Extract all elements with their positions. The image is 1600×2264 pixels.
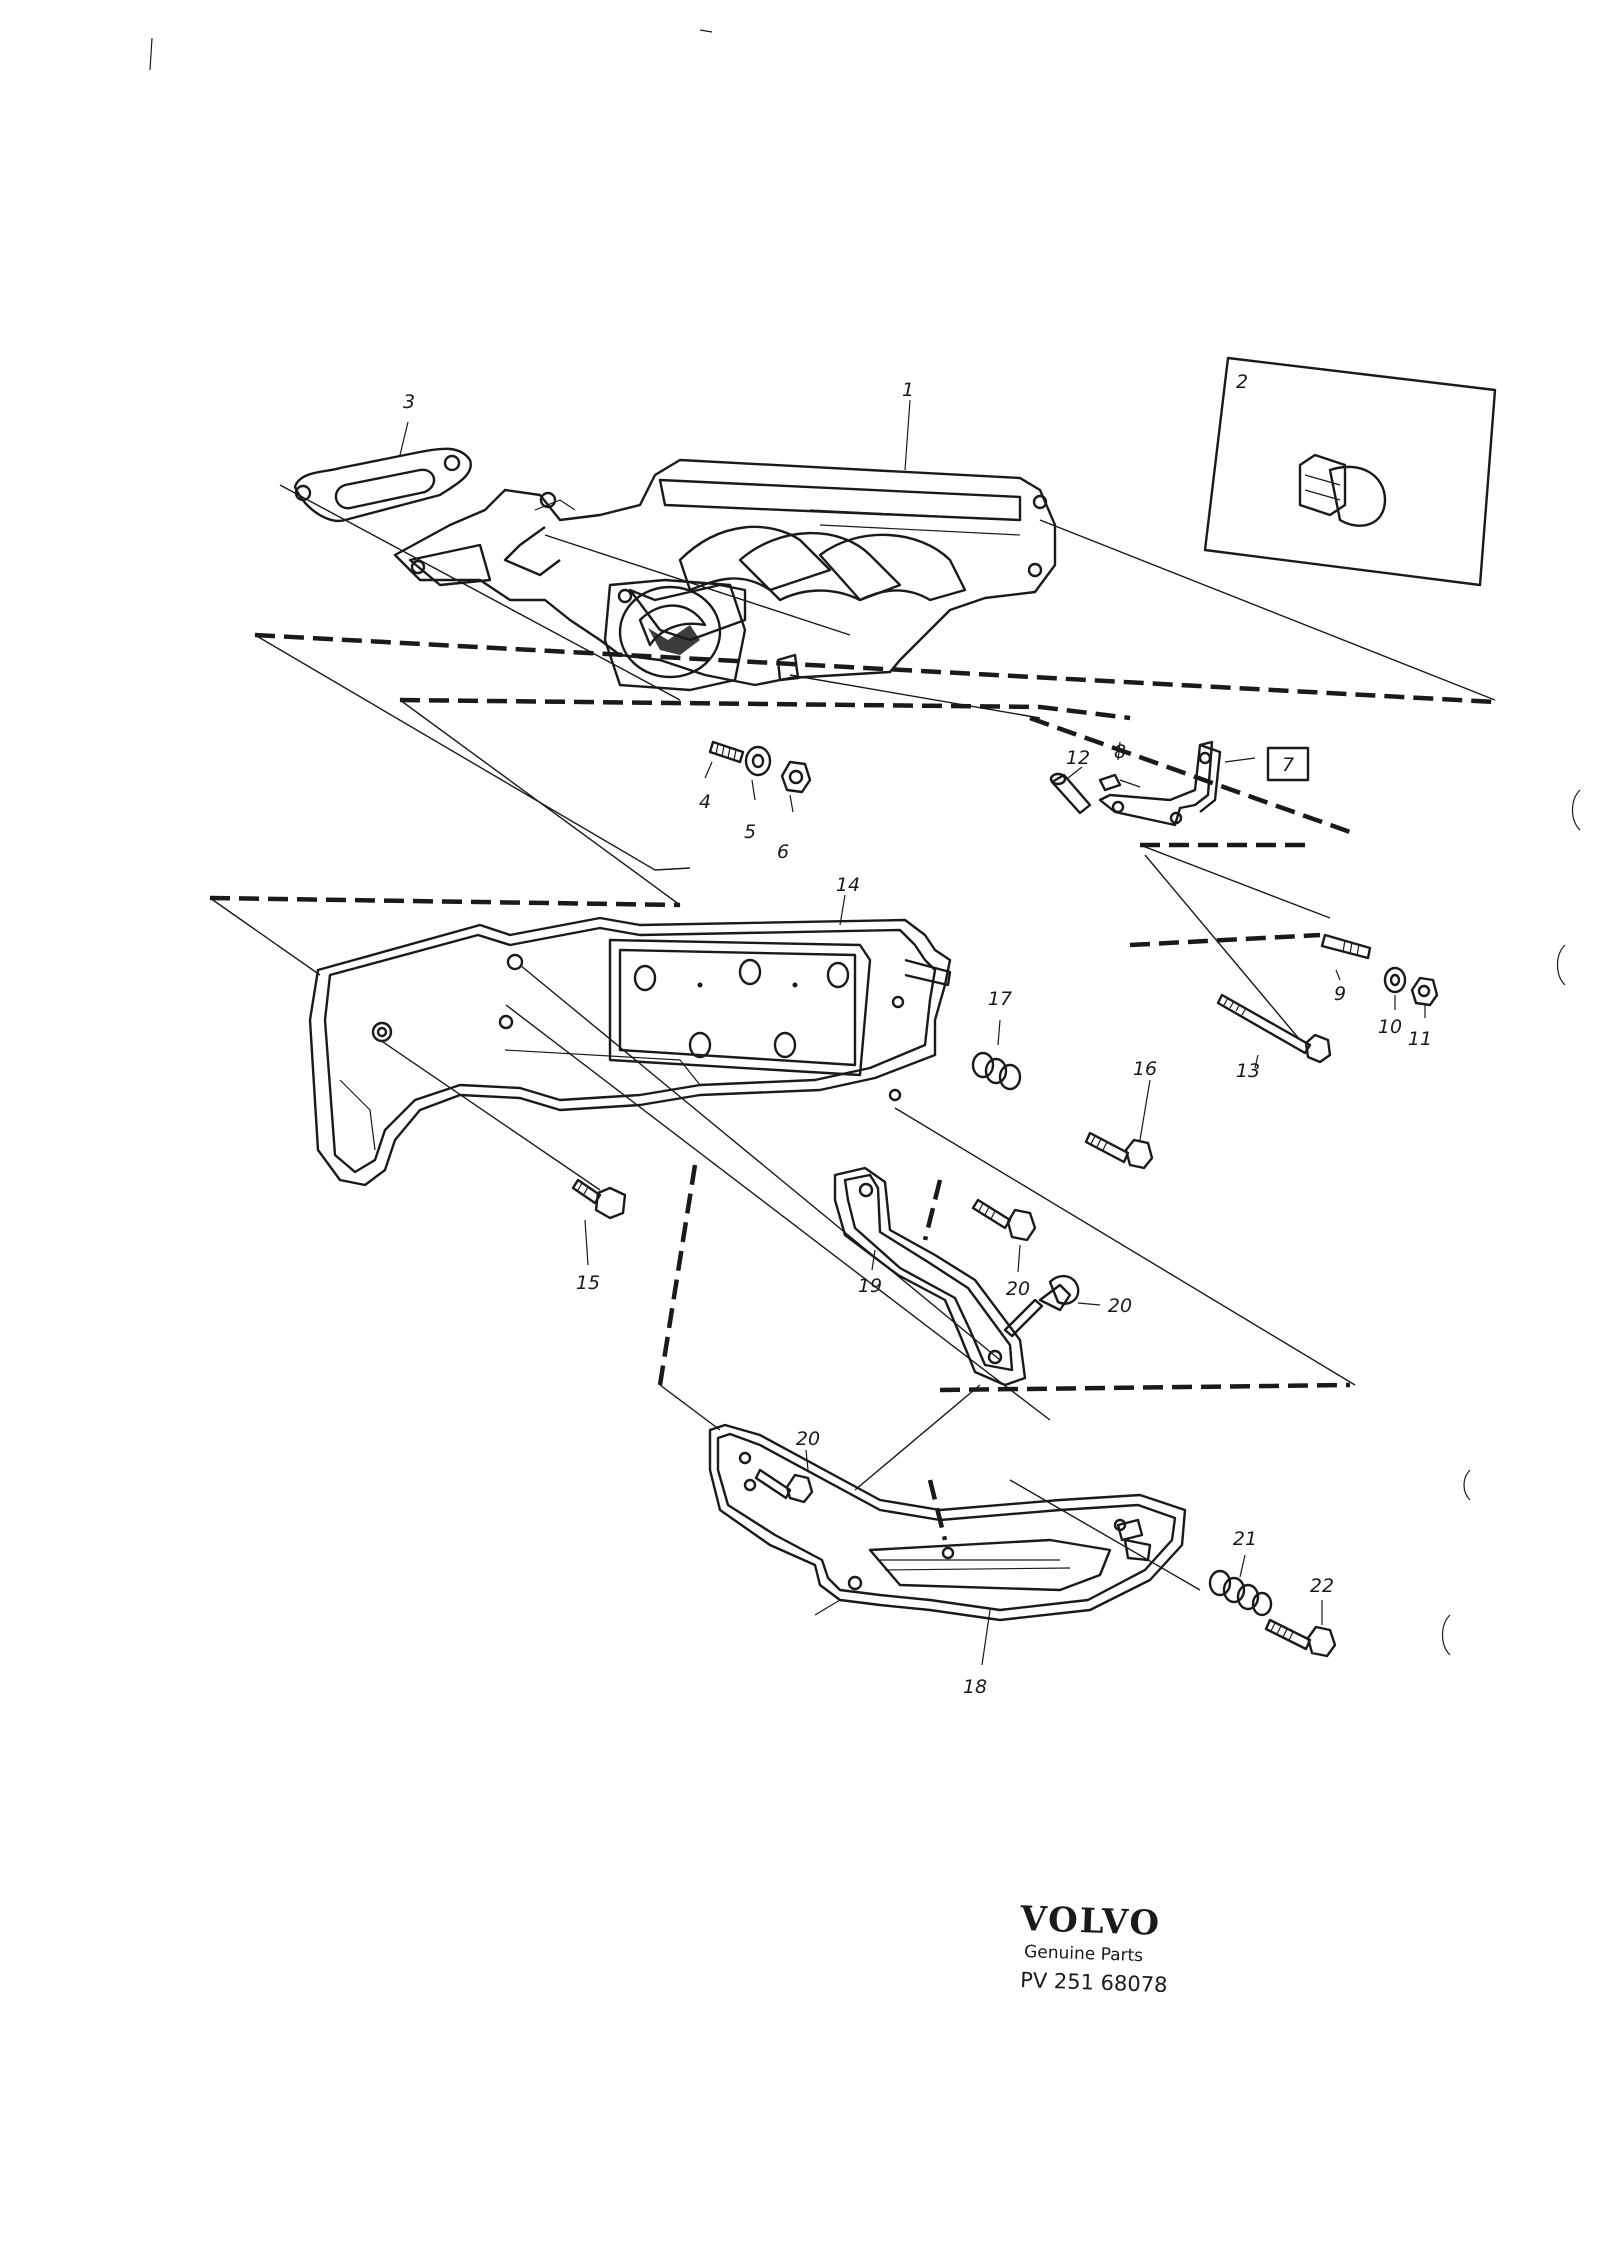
callout-1: 1 [902, 379, 914, 401]
genuine-parts-label: Genuine Parts [1024, 1942, 1144, 1966]
callout-8: 8 [1114, 741, 1126, 763]
dashed-assembly-lines [209, 632, 1496, 1541]
volvo-logo: VOLVO [1019, 1899, 1162, 1944]
callout-14: 14 [836, 874, 860, 896]
parts-bracket-7-8-12 [1049, 740, 1222, 827]
thin-assembly-lines [209, 484, 1496, 1591]
part-heat-shield-14 [308, 916, 952, 1187]
part-gasket-3 [293, 447, 472, 523]
callout-12: 12 [1066, 747, 1090, 769]
callout-10: 10 [1378, 1016, 1402, 1038]
callout-7-box [1266, 746, 1310, 782]
parts-bolts-20 [754, 1198, 1080, 1504]
callout-7: 7 [1282, 754, 1294, 776]
parts-bolt-15 [571, 1178, 627, 1220]
callout-17: 17 [988, 988, 1012, 1010]
callout-3: 3 [403, 391, 415, 413]
callout-15: 15 [576, 1272, 600, 1294]
callout-16: 16 [1133, 1058, 1157, 1080]
callout-labels: 1 2 3 4 5 6 7 8 9 10 11 12 13 14 15 16 1… [403, 371, 1432, 1698]
parts-washers-21-bolt-22 [1208, 1569, 1337, 1658]
callout-13: 13 [1236, 1060, 1260, 1082]
callout-21: 21 [1233, 1528, 1257, 1550]
callout-11: 11 [1408, 1028, 1432, 1050]
volvo-branding: VOLVO Genuine Parts PV 251 68078 [1019, 1899, 1168, 1997]
parts-stud-washer-nut-4-5-6 [708, 740, 812, 794]
callout-19: 19 [858, 1275, 882, 1297]
callout-22: 22 [1310, 1575, 1334, 1597]
callout-leader-lines [399, 399, 1426, 1666]
callout-18: 18 [963, 1676, 987, 1698]
callout-5: 5 [744, 821, 756, 843]
callout-6: 6 [777, 841, 789, 863]
callout-20a: 20 [1006, 1278, 1030, 1300]
part-plug-2 [1203, 356, 1497, 587]
part-lower-heat-shield-18 [708, 1423, 1187, 1622]
parts-bolts-9-10-11-13 [1216, 933, 1439, 1064]
callout-9: 9 [1334, 983, 1346, 1005]
callout-4: 4 [699, 791, 711, 813]
margin-marks [149, 29, 1581, 1656]
part-catalog-code: PV 251 68078 [1020, 1968, 1168, 1997]
parts-bolt-16-washers-17 [971, 1051, 1154, 1170]
callout-20c: 20 [796, 1428, 820, 1450]
callout-2: 2 [1236, 371, 1248, 393]
part-bracket-19 [833, 1166, 1027, 1387]
callout-20b: 20 [1108, 1295, 1132, 1317]
part-exhaust-manifold-1 [393, 458, 1057, 692]
